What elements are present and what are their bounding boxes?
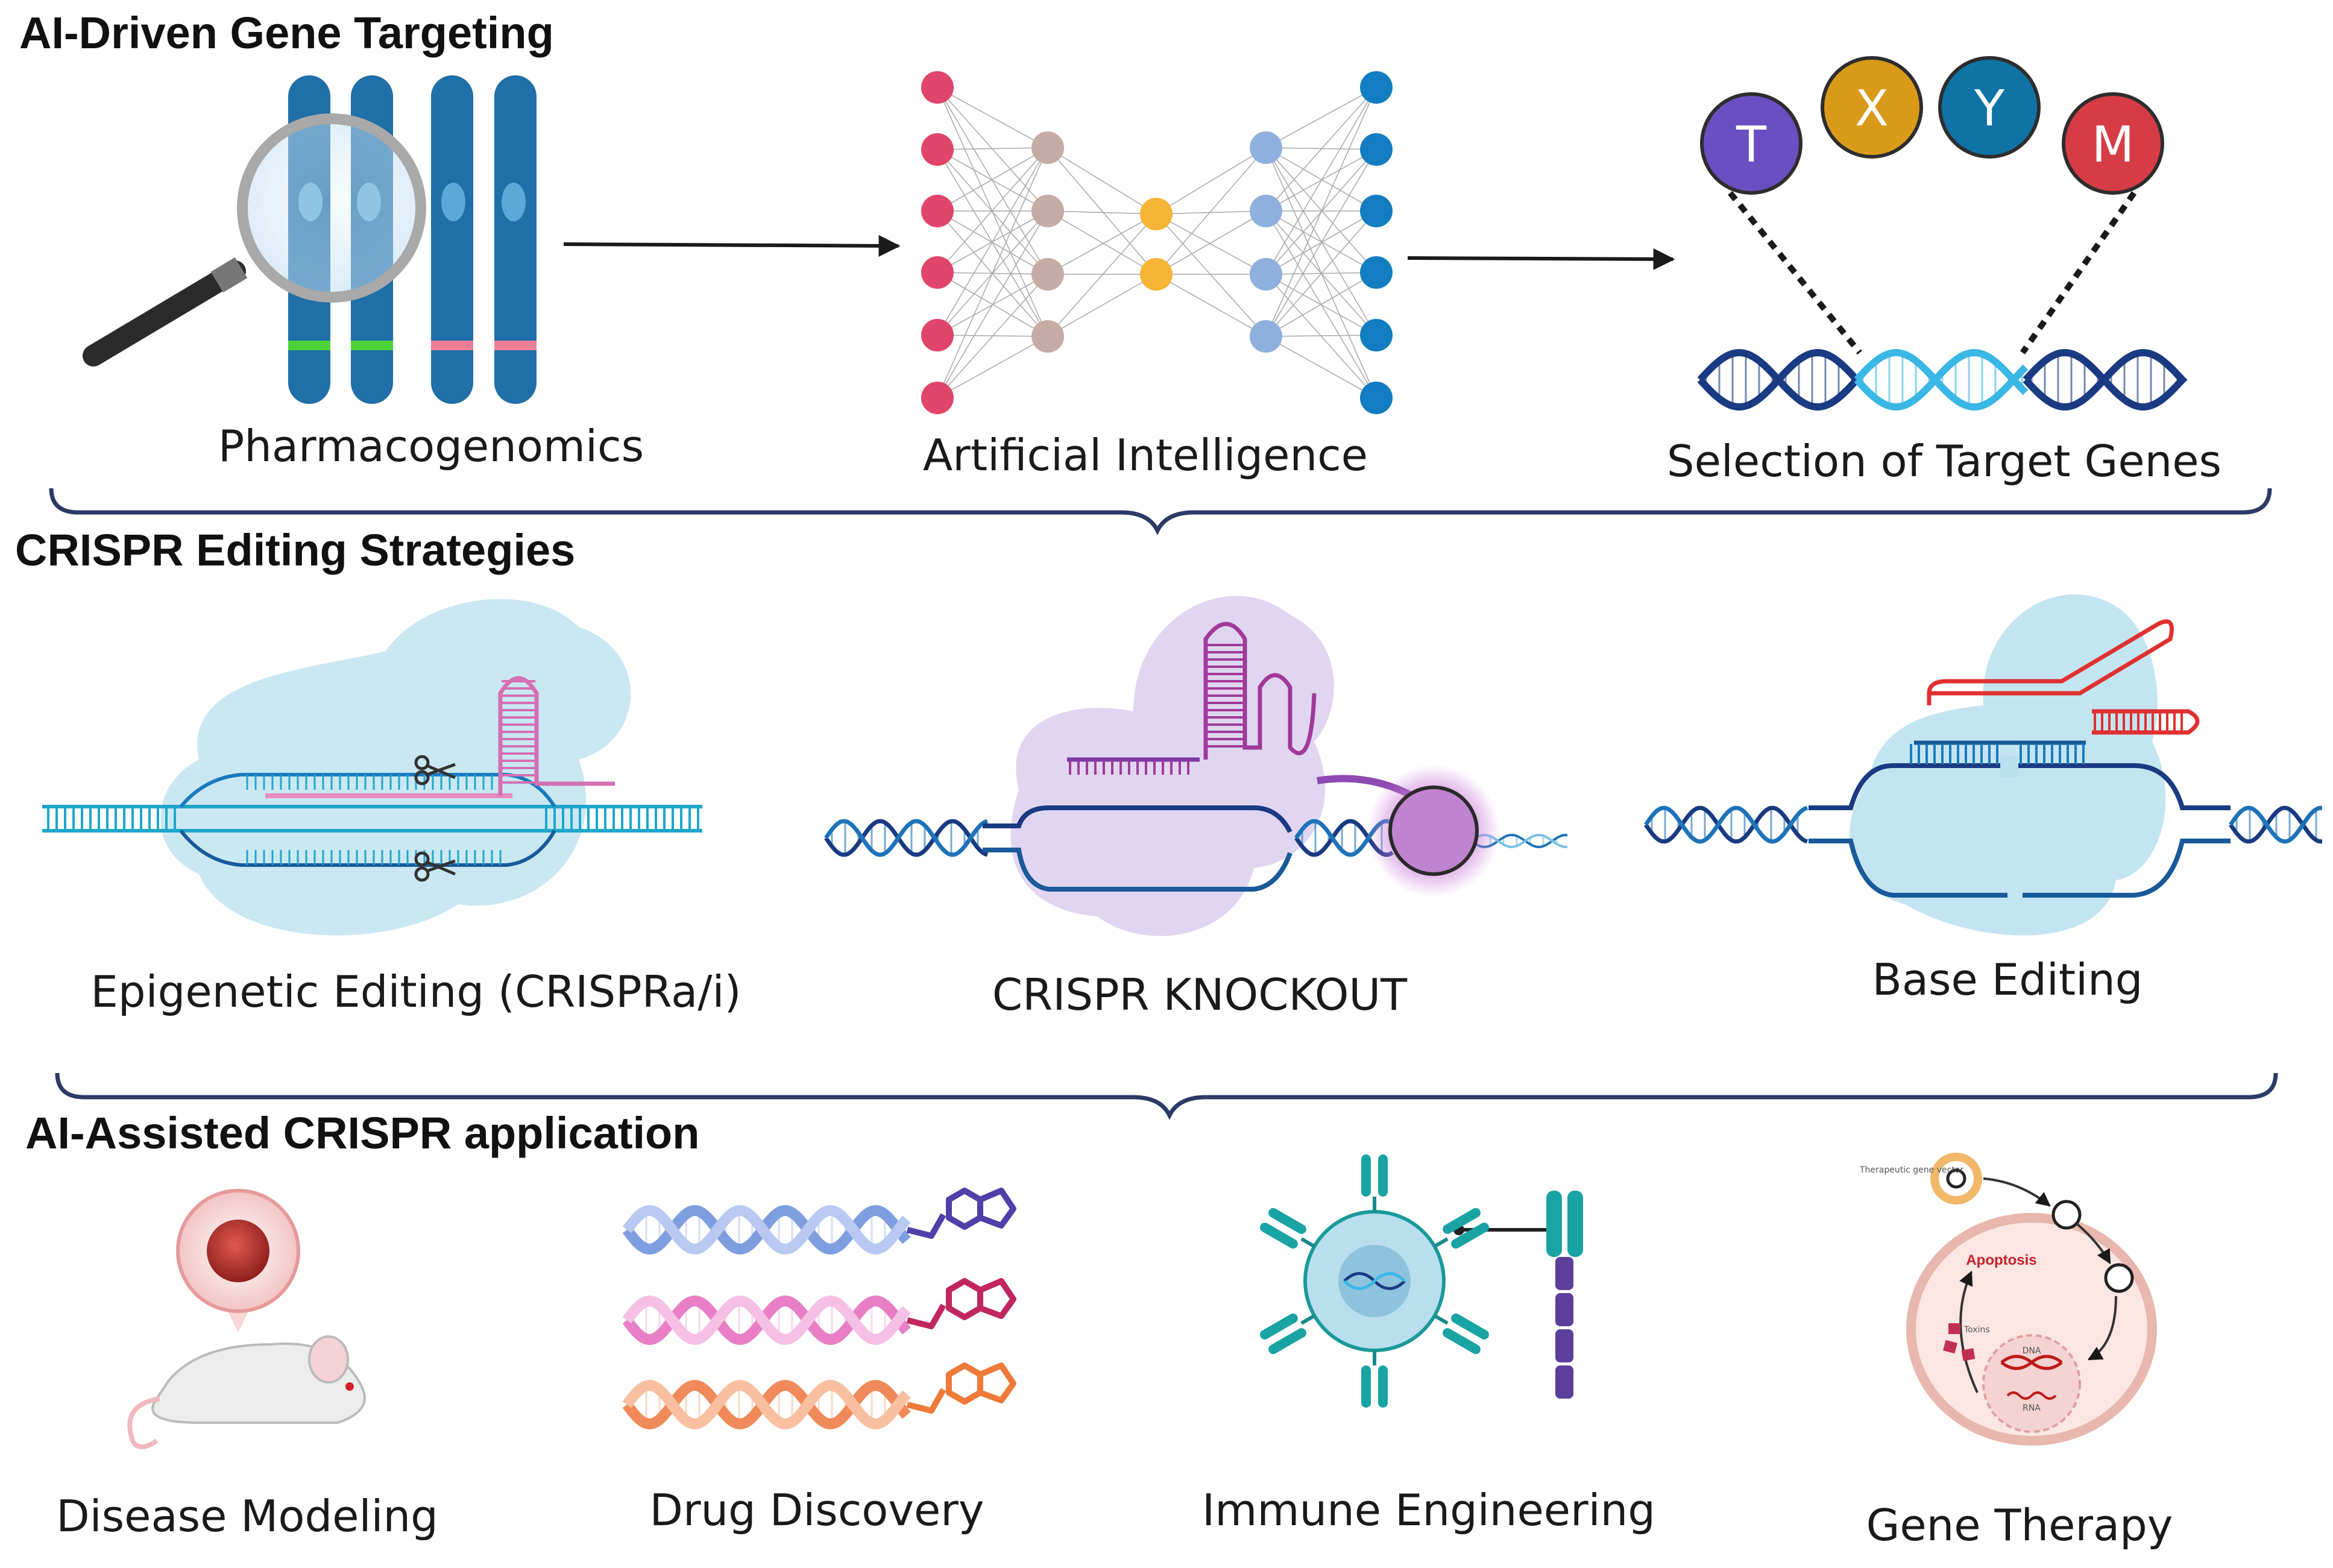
caption-artificial-intelligence: Artificial Intelligence — [923, 430, 1368, 480]
neuron-node — [1140, 198, 1173, 230]
gene-bubble-t — [1700, 92, 1802, 195]
gene-vector-icon — [2051, 1200, 2082, 1230]
dna-label: DNA — [2023, 1346, 2041, 1356]
dna-helix-icon — [1697, 348, 2188, 411]
neuron-node — [921, 195, 954, 227]
arrow-icon — [563, 235, 901, 257]
rna-label: RNA — [2023, 1403, 2041, 1413]
apoptosis-label: Apoptosis — [1966, 1252, 2036, 1268]
gene-bubble-y-label: Y — [1974, 80, 2005, 137]
neuron-node — [1250, 258, 1282, 291]
gene-bubbles: T X Y M — [1700, 56, 2164, 355]
neural-network-icon — [921, 71, 1393, 414]
epigenetic-editing-illustration — [42, 599, 702, 936]
neuron-node — [1031, 258, 1064, 291]
neuron-node — [1360, 133, 1393, 166]
effector-domain-icon — [1388, 786, 1479, 876]
section-title-applications: AI-Assisted CRISPR application — [25, 1108, 699, 1158]
antibody-receptor-icon — [1361, 1154, 1388, 1212]
crispr-knockout-illustration — [824, 596, 1568, 936]
immune-cell-illustration — [1260, 1154, 1583, 1408]
antibody-receptor-icon — [1434, 1313, 1489, 1355]
scissors-icon — [414, 851, 456, 882]
gene-bubble-y — [1938, 56, 2041, 159]
neuron-node — [1360, 256, 1393, 289]
gene-bubble-m — [2062, 92, 2164, 195]
caption-crispr-knockout: CRISPR KNOCKOUT — [992, 969, 1408, 1020]
tumor-icon — [207, 1220, 269, 1282]
drug-discovery-illustration — [622, 1188, 1016, 1430]
neuron-node — [1031, 131, 1064, 164]
neuron-node — [1250, 195, 1282, 227]
neuron-node — [1031, 195, 1064, 227]
neuron-node — [921, 133, 954, 166]
section-title-ai-targeting: AI-Driven Gene Targeting — [19, 8, 554, 58]
grouping-bracket — [49, 488, 2272, 535]
neuron-node — [1360, 195, 1393, 227]
vector-label: Therapeutic gene vector — [1859, 1165, 1963, 1175]
neuron-node — [1031, 320, 1064, 353]
caption-disease-modeling: Disease Modeling — [56, 1491, 438, 1541]
caption-epigenetic-editing: Epigenetic Editing (CRISPRa/i) — [90, 966, 741, 1017]
neuron-node — [1360, 71, 1393, 104]
molecule-icon — [906, 1362, 1016, 1414]
arrow-icon — [1407, 248, 1675, 270]
gene-therapy-illustration: DNA RNA Therapeutic gene vector Apoptosi… — [1859, 1153, 2157, 1446]
antibody-receptor-icon — [1260, 1313, 1315, 1355]
neuron-node — [1140, 258, 1173, 291]
antibody-receptor-icon — [1361, 1350, 1388, 1408]
mouse-tumor-illustration — [127, 1189, 366, 1449]
neuron-node — [1360, 319, 1393, 351]
car-receptor-icon — [1546, 1191, 1583, 1399]
dna-strand-icon — [622, 1295, 911, 1346]
dna-strand-icon — [622, 1204, 911, 1255]
neuron-node — [921, 71, 954, 104]
gene-bubble-t-label: T — [1736, 116, 1767, 174]
base-editing-illustration — [1644, 594, 2322, 936]
molecule-icon — [906, 1188, 1016, 1239]
toxin-icon — [1948, 1323, 1960, 1334]
caption-pharmacogenomics: Pharmacogenomics — [218, 421, 644, 471]
chromosome-icon — [431, 75, 537, 404]
caption-drug-discovery: Drug Discovery — [650, 1485, 984, 1535]
antibody-receptor-icon — [1260, 1207, 1315, 1249]
neuron-node — [921, 256, 954, 289]
toxins-label: Toxins — [1963, 1325, 1990, 1335]
caption-immune-engineering: Immune Engineering — [1202, 1485, 1655, 1535]
neuron-node — [1250, 131, 1282, 164]
neuron-node — [1250, 320, 1282, 353]
dna-strand-icon — [622, 1379, 911, 1430]
molecule-icon — [906, 1278, 1016, 1329]
scissors-icon — [414, 755, 456, 786]
mouse-icon — [127, 1335, 366, 1449]
magnifying-glass-icon — [83, 113, 426, 367]
caption-target-selection: Selection of Target Genes — [1667, 436, 2221, 486]
neuron-node — [921, 319, 954, 351]
caption-gene-therapy: Gene Therapy — [1866, 1500, 2173, 1551]
gene-bubble-x-label: X — [1855, 80, 1889, 137]
caption-base-editing: Base Editing — [1872, 954, 2143, 1005]
section-title-crispr-strategies: CRISPR Editing Strategies — [15, 525, 575, 575]
grouping-bracket — [55, 1072, 2278, 1120]
antibody-receptor-icon — [1434, 1207, 1489, 1249]
neuron-node — [1360, 382, 1393, 414]
neuron-node — [921, 382, 954, 414]
gene-bubble-m-label: M — [2092, 116, 2135, 174]
gene-vector-icon — [2104, 1263, 2134, 1293]
gene-bubble-x — [1821, 56, 1923, 159]
gene-vector-icon — [1930, 1153, 1982, 1204]
